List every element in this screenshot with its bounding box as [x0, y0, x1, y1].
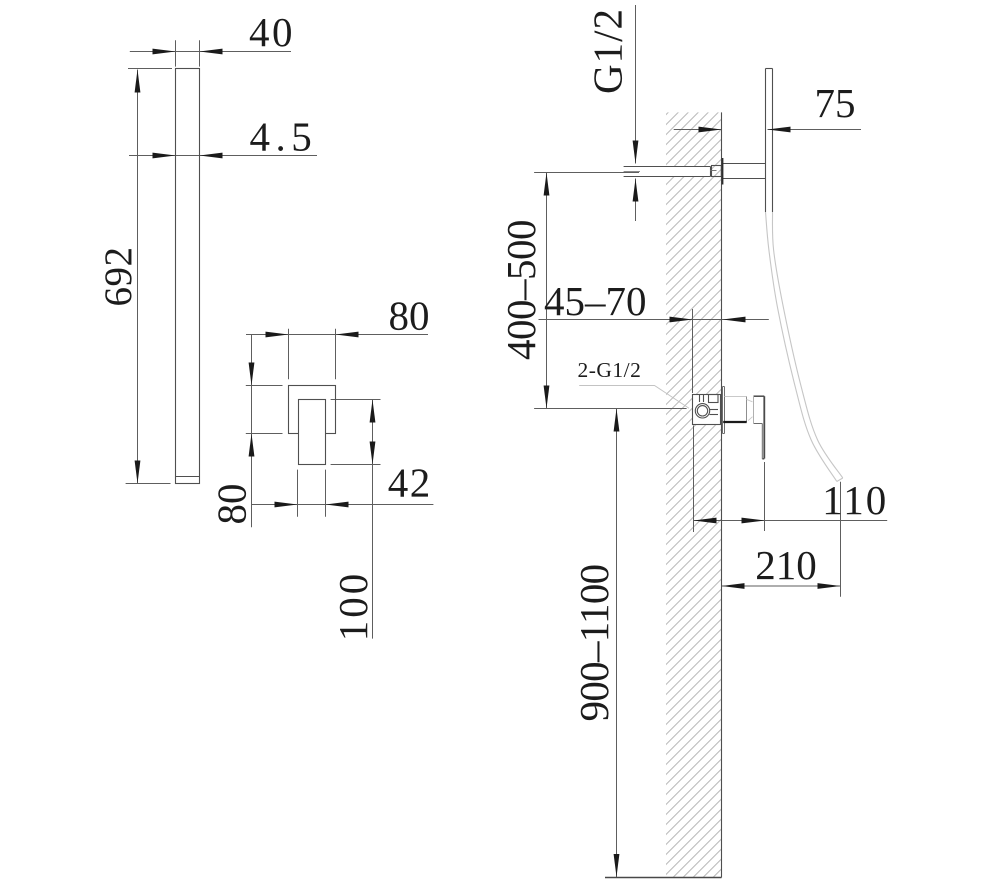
svg-text:110: 110 [822, 477, 888, 523]
svg-text:75: 75 [815, 80, 856, 126]
svg-text:80: 80 [208, 484, 254, 525]
svg-text:100: 100 [330, 571, 376, 642]
svg-text:210: 210 [755, 542, 817, 588]
svg-text:45–70: 45–70 [544, 278, 647, 324]
svg-text:692: 692 [97, 247, 140, 307]
svg-text:4.5: 4.5 [250, 113, 318, 159]
svg-text:900–1100: 900–1100 [571, 565, 617, 722]
svg-text:40: 40 [249, 9, 295, 55]
svg-text:400–500: 400–500 [498, 220, 544, 360]
svg-text:80: 80 [389, 292, 430, 338]
svg-text:2-G1/2: 2-G1/2 [578, 358, 642, 382]
svg-text:G1/2: G1/2 [585, 8, 631, 94]
svg-text:42: 42 [388, 460, 432, 506]
